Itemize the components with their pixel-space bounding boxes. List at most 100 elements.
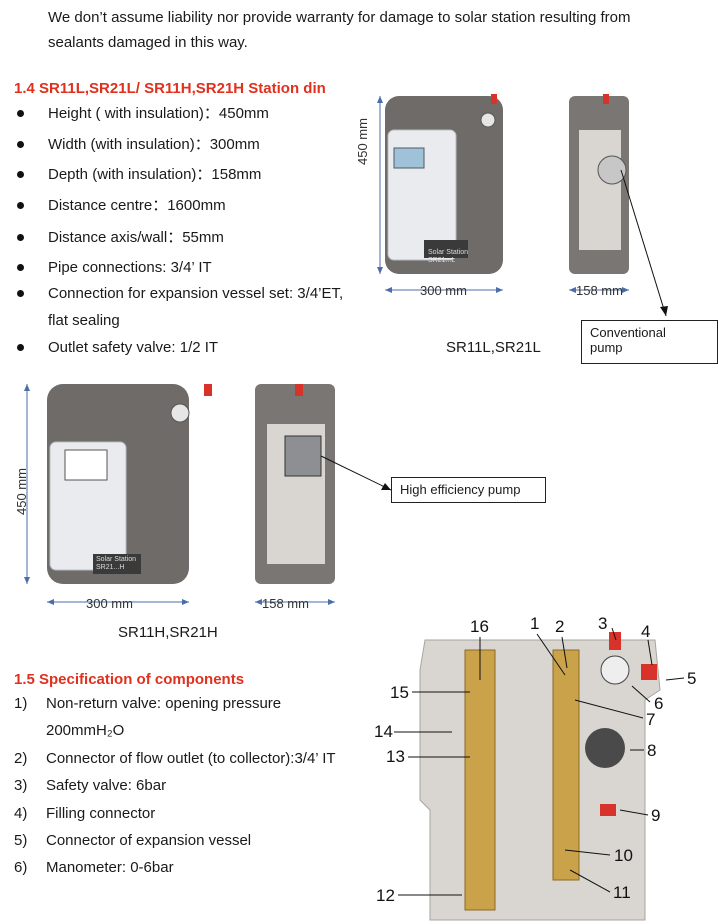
manometer-icon — [170, 403, 190, 423]
bullet-distance-axis: Distance axis/wall：55mm — [48, 229, 224, 246]
name-plate — [424, 240, 468, 258]
name-plate — [93, 554, 141, 574]
bullet-dot — [17, 264, 24, 271]
callout-leader — [620, 169, 667, 317]
arrow-right-icon — [381, 483, 391, 490]
safety-valve-icon — [295, 384, 303, 396]
list-item-number: 3) — [14, 777, 28, 794]
depth-label: 158 mm — [262, 596, 309, 611]
section-1-4-heading: 1.4 SR11L,SR21L/ SR11H,SR21H Station din — [14, 80, 326, 97]
bullet-dot — [17, 110, 24, 117]
figure-caption-top: SR11L,SR21L — [446, 339, 541, 356]
callout-line-2: pump — [590, 340, 623, 355]
callout-number: 15 — [390, 683, 409, 702]
bullet-expansion-vessel-cont: flat sealing — [48, 312, 120, 329]
arrow-right-icon — [328, 599, 335, 605]
callout-number: 13 — [386, 747, 405, 766]
callout-leader — [320, 455, 392, 491]
arrow-right-icon — [622, 287, 629, 293]
callout-number: 4 — [641, 622, 651, 641]
conventional-pump-icon — [597, 155, 627, 185]
safety-valve-icon — [603, 94, 609, 104]
callout-number: 1 — [530, 614, 540, 633]
component-diagram — [419, 632, 661, 921]
station-figure-high-efficiency — [24, 384, 392, 605]
bullet-height: Height ( with insulation)：450mm — [48, 105, 269, 122]
arrow-up-icon — [377, 96, 383, 103]
callout-number: 3 — [598, 614, 608, 633]
expansion-connector-icon — [641, 664, 657, 680]
valve-handle-icon — [600, 804, 616, 816]
intro-line-2: sealants damaged in this way. — [48, 34, 248, 51]
list-item: 200mmH₂O — [46, 722, 125, 739]
callout-number: 14 — [374, 722, 393, 741]
plate-text-1: Solar Station — [96, 556, 137, 563]
arrow-up-icon — [24, 384, 30, 391]
intro-line-1: We don’t assume liability nor provide wa… — [48, 9, 631, 26]
arrow-left-icon — [47, 599, 54, 605]
bullet-dot — [17, 234, 24, 241]
callout-number: 11 — [613, 883, 631, 902]
safety-valve-icon — [204, 384, 212, 396]
arrow-left-icon — [255, 599, 262, 605]
depth-label: 158 mm — [576, 283, 623, 298]
callout-line-1: Conventional — [590, 325, 666, 340]
section-1-5-heading: 1.5 Specification of components — [14, 671, 245, 688]
bullet-dot — [17, 171, 24, 178]
bullet-pipe-connections: Pipe connections: 3/4’ IT — [48, 259, 212, 276]
list-item: Manometer: 0-6bar — [46, 859, 174, 876]
callout-number: 6 — [654, 694, 664, 713]
list-item-number: 4) — [14, 805, 28, 822]
callout-number: 16 — [470, 617, 489, 636]
list-item: Connector of expansion vessel — [46, 832, 252, 849]
bullet-dot — [17, 202, 24, 209]
arrow-down-icon — [24, 577, 30, 584]
callout-number: 5 — [687, 669, 697, 688]
plate-text-2: SR21...L — [428, 257, 456, 264]
high-efficiency-pump-callout: High efficiency pump — [391, 477, 546, 503]
conventional-pump-callout: Conventional pump — [581, 320, 718, 364]
figure-caption-mid: SR11H,SR21H — [118, 624, 218, 641]
list-item: Filling connector — [46, 805, 156, 822]
callout-number: 12 — [376, 886, 395, 905]
bullet-distance-centre: Distance centre：1600mm — [48, 197, 226, 214]
controller-display — [64, 449, 108, 481]
bullet-outlet-safety-valve: Outlet safety valve: 1/2 IT — [48, 339, 219, 356]
arrow-right-icon — [182, 599, 189, 605]
list-item: Safety valve: 6bar — [46, 777, 167, 794]
callout-number: 9 — [651, 806, 661, 825]
arrow-left-icon — [385, 287, 392, 293]
width-label: 300 mm — [420, 283, 467, 298]
bullet-dot — [17, 290, 24, 297]
foam-insert — [579, 130, 621, 250]
list-item-number: 2) — [14, 750, 28, 767]
list-item-number: 5) — [14, 832, 28, 849]
list-item-number: 1) — [14, 695, 28, 712]
list-item-number: 6) — [14, 859, 28, 876]
width-label: 300 mm — [86, 596, 133, 611]
plate-text-1: Solar Station — [428, 249, 469, 256]
arrow-down-icon — [660, 306, 668, 316]
safety-valve-icon — [609, 632, 621, 650]
arrow-down-icon — [377, 267, 383, 274]
arrow-left-icon — [569, 287, 576, 293]
flow-pipe — [552, 649, 580, 881]
manometer-icon — [480, 112, 496, 128]
callout-number: 2 — [555, 617, 565, 636]
list-item: Non-return valve: opening pressure — [46, 695, 282, 712]
station-figure-conventional — [377, 94, 668, 317]
controller-display — [393, 147, 425, 169]
callout-number: 10 — [614, 846, 633, 865]
list-item: Connector of flow outlet (to collector):… — [46, 750, 336, 767]
plate-text-2: SR21...H — [96, 564, 125, 571]
pump-icon — [585, 728, 625, 768]
bullet-expansion-vessel: Connection for expansion vessel set: 3/4… — [48, 285, 344, 302]
bullet-dot — [17, 344, 24, 351]
manometer-icon — [600, 655, 630, 685]
arrow-right-icon — [496, 287, 503, 293]
bullet-width: Width (with insulation)：300mm — [48, 136, 260, 153]
callout-number: 8 — [647, 741, 657, 760]
callout-number: 7 — [646, 710, 656, 729]
bullet-dot — [17, 141, 24, 148]
